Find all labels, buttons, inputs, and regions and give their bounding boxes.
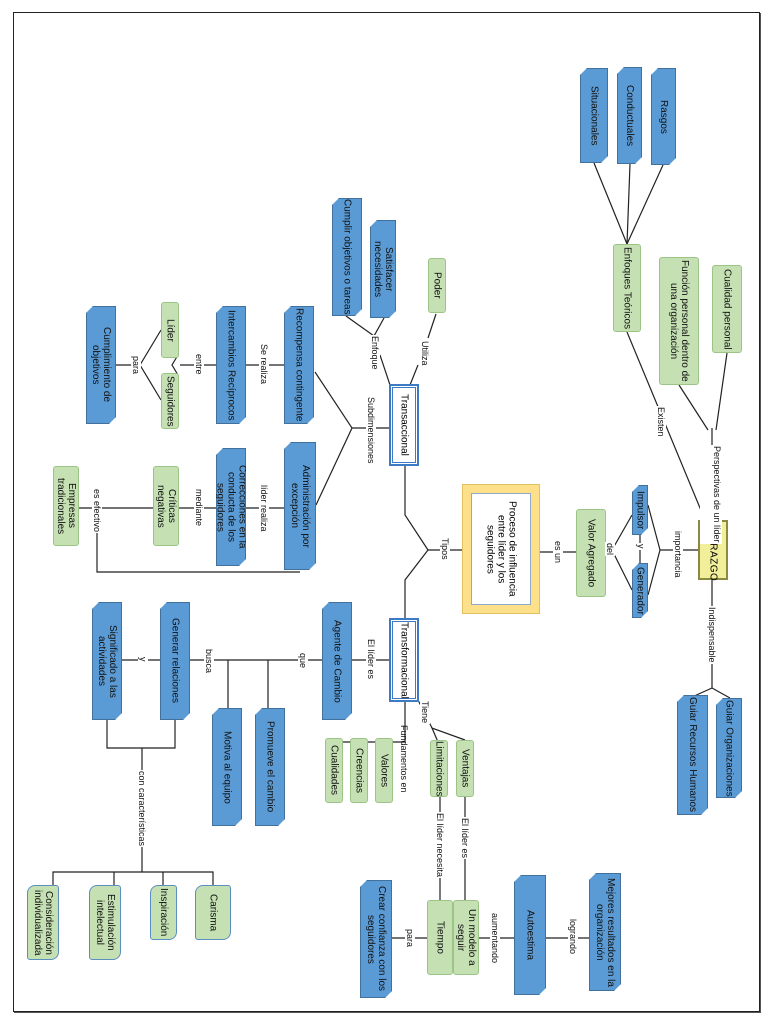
link-existen: Existen <box>656 406 666 438</box>
connector <box>139 329 162 401</box>
proceso-node[interactable]: Proceso de influencia entre líder y los … <box>462 484 540 614</box>
link-importancia: importancia <box>673 530 683 579</box>
link-para-2: para <box>405 928 415 949</box>
link-es-un: es un <box>553 540 563 565</box>
node-lider[interactable]: Líder <box>161 302 179 358</box>
link-tipos: Tipos <box>440 537 450 561</box>
connector <box>626 331 706 521</box>
connector <box>430 726 466 743</box>
node-cualidades[interactable]: Cualidades <box>325 738 343 803</box>
node-enfoques[interactable]: Enfoques Teóricos <box>613 244 641 332</box>
connector <box>626 164 664 245</box>
link-con-caracteristicas: con características <box>137 770 147 848</box>
link-tiene: Tiene <box>420 700 430 725</box>
node-promueve[interactable]: Promueve el cambio <box>255 708 285 826</box>
transaccional-node[interactable]: Transaccional <box>389 384 419 466</box>
node-guiar-rrhh[interactable]: Guiar Recursos Humanos <box>677 695 708 815</box>
connector <box>106 720 176 749</box>
node-situacionales[interactable]: Situacionales <box>580 68 608 163</box>
node-modelo[interactable]: Un modelo a seguir <box>453 900 479 975</box>
node-valores[interactable]: Valores <box>375 738 393 803</box>
link-enfoque: Enfoque <box>370 335 380 371</box>
node-inspiracion[interactable]: Inspiración <box>150 885 177 940</box>
connector <box>96 520 300 573</box>
node-intercambios[interactable]: Intercambios Recíprocos <box>216 306 246 424</box>
connector <box>409 364 419 386</box>
node-consideracion[interactable]: Consideración individualizada <box>27 885 59 960</box>
connector <box>611 514 633 591</box>
node-limitaciones[interactable]: Limitaciones <box>430 740 448 797</box>
node-poder[interactable]: Poder <box>428 258 446 313</box>
node-estimulacion[interactable]: Estimulación intelectual <box>89 885 121 960</box>
connector <box>52 871 214 885</box>
proceso-text: Proceso de influencia entre líder y los … <box>471 493 531 605</box>
node-motiva[interactable]: Motiva al equipo <box>212 708 242 826</box>
link-busca: busca <box>204 648 214 675</box>
node-valor[interactable]: Valor Agregado <box>576 509 606 597</box>
link-indispensable: Indispensable <box>707 606 717 664</box>
node-conductuales[interactable]: Conductuales <box>617 67 642 164</box>
node-cumplimiento[interactable]: Cumplimiento de objetivos <box>86 306 116 424</box>
link-se-realiza: Se realiza <box>259 343 269 386</box>
page-frame <box>13 12 760 1012</box>
connector <box>379 354 391 386</box>
connector <box>404 549 429 619</box>
link-el-lider-es: El líder es <box>366 638 376 681</box>
link-fundamentos: Fundamentos en <box>399 725 409 793</box>
link-logrando: logrando <box>568 918 578 956</box>
node-mejores[interactable]: Mejores resultados en la organización <box>589 873 621 991</box>
node-significado[interactable]: Significado a las actividades <box>92 602 122 720</box>
node-rasgos[interactable]: Rasgos <box>651 68 676 165</box>
node-agente[interactable]: Agente de Cambio <box>322 602 352 720</box>
node-cumplir[interactable]: Cumplir objetivos o tareas <box>332 198 362 316</box>
link-y-2: y <box>138 656 148 663</box>
link-del: del <box>605 542 615 557</box>
node-criticas[interactable]: Críticas negativas <box>153 466 179 546</box>
node-empresas[interactable]: Empresas tradicionales <box>53 466 79 546</box>
connector <box>427 313 437 339</box>
connector <box>691 687 731 699</box>
link-que: que <box>298 652 308 670</box>
node-funcion[interactable]: Función personal dentro de una organizac… <box>659 257 699 385</box>
link-entre: entre <box>194 353 204 376</box>
connector <box>593 162 628 245</box>
node-guiar-org[interactable]: Guiar Organizaciones <box>716 698 742 798</box>
link-es-efectivo: es efectivo <box>92 488 102 534</box>
node-autoestima[interactable]: Autoestima <box>514 875 546 995</box>
link-el-lider-necesita: El líder necesita <box>435 812 445 879</box>
link-lider-realiza: líder realiza <box>259 484 269 533</box>
link-mediante: mediante <box>194 488 204 528</box>
connector <box>404 465 429 551</box>
node-administracion[interactable]: Administración por excepción <box>284 442 316 570</box>
node-satisfacer[interactable]: Satisfacer necesidades <box>370 220 396 318</box>
node-correcciones[interactable]: Correcciones en la conducta de los segui… <box>216 448 246 566</box>
node-impulsor[interactable]: Impulsor <box>632 485 648 535</box>
connector <box>678 384 709 431</box>
connector <box>626 163 631 245</box>
link-utiliza: Utiliza <box>420 340 430 367</box>
node-creencias[interactable]: Creencias <box>350 738 368 803</box>
node-cualidad[interactable]: Cualidad personal <box>712 265 742 353</box>
link-y: y <box>636 543 646 550</box>
link-perspectivas: Perspectivas de un líder <box>700 445 722 544</box>
node-ventajas[interactable]: Ventajas <box>456 740 474 797</box>
connector <box>345 315 385 337</box>
node-generar[interactable]: Generar relaciones <box>160 602 190 720</box>
connector <box>314 371 353 506</box>
node-carisma[interactable]: Carisma <box>195 885 231 940</box>
connector <box>171 354 179 376</box>
link-aumentando: aumentando <box>490 912 500 965</box>
node-recompensa[interactable]: Recompensa contingente <box>284 306 314 424</box>
link-subdimensiones: Subdimensiones <box>366 396 376 465</box>
node-tiempo[interactable]: Tiempo <box>427 900 453 975</box>
node-crear[interactable]: Crear confianza con los seguidores <box>360 880 392 998</box>
connector <box>715 352 728 431</box>
connector <box>647 504 661 596</box>
node-seguidores[interactable]: Seguidores <box>161 373 179 429</box>
node-generador[interactable]: Generador <box>632 563 648 618</box>
link-para: para <box>131 355 141 376</box>
link-el-lider-es-2: El líder es <box>460 817 470 860</box>
transformacional-node[interactable]: Transformacional <box>389 618 419 702</box>
